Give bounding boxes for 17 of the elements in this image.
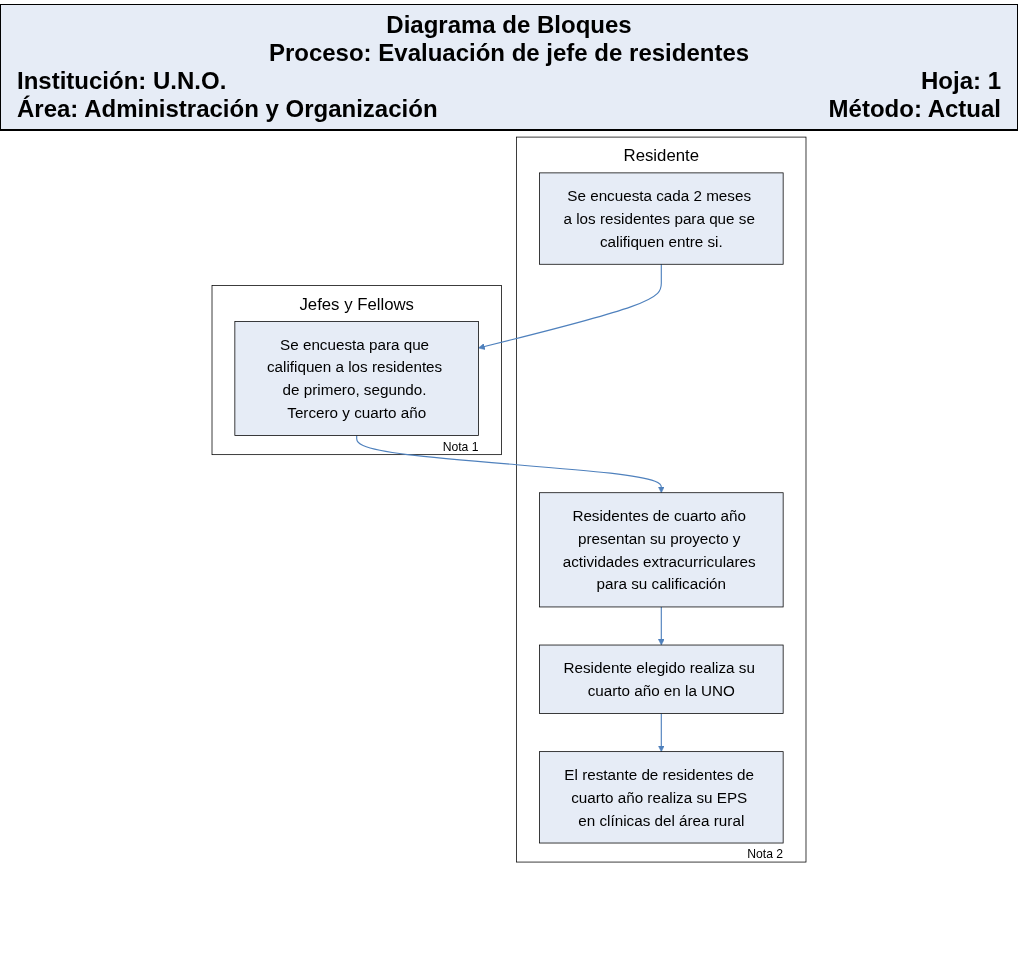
node-box: Residentes de cuarto año presentan su proyecto y actividades extracurriculares para su calificación (539, 492, 784, 608)
header-text: Institución: U.N.O. (17, 67, 227, 95)
header-text: Método: Actual (828, 95, 1001, 123)
arrow (356, 435, 665, 494)
diagram-title: Diagrama de Bloques (385, 11, 633, 39)
header-text: Proceso: Evaluación de jefe de residentes (267, 39, 751, 67)
node-box: El restante de residentes de cuarto año realiza su EPS en clínicas del área rural (539, 751, 784, 844)
note-text: Nota 2 (747, 847, 784, 862)
arrow (657, 606, 665, 646)
header-text: Área: Administración y Organización (17, 95, 438, 123)
header-text: Hoja: 1 (921, 67, 1001, 95)
node-box: Residente elegido realiza su cuarto año en la UNO (539, 644, 784, 714)
node-box: Se encuesta cada 2 meses a los residentes para que se califiquen entre si. (539, 172, 784, 265)
arrow (478, 263, 662, 350)
node-box: Se encuesta para que califiquen a los residentes de primero, segundo. Tercero y cuarto año (234, 321, 479, 436)
arrow (657, 713, 665, 752)
note-text: Nota 1 (442, 439, 479, 454)
